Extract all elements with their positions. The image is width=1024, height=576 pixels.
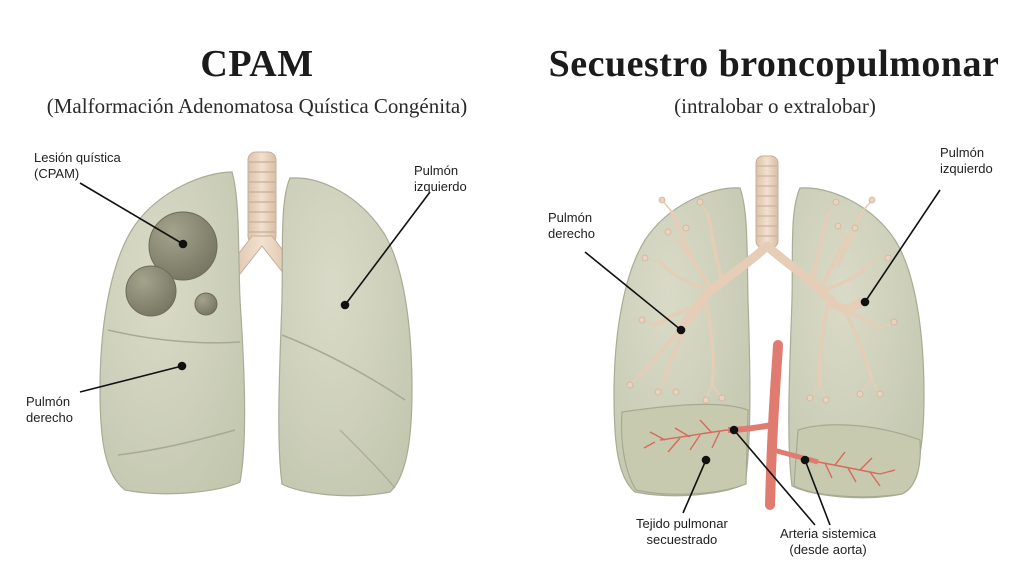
sequestration-leaders (584, 189, 941, 526)
cpam-left-lung (278, 177, 413, 497)
label-cpam-right-lung: Pulmón derecho (26, 394, 73, 425)
alveoli (626, 196, 898, 404)
label-cyst-lesion: Lesión quística (CPAM) (34, 150, 121, 181)
label-seq-left-lung: Pulmón izquierdo (940, 145, 993, 176)
sequestration-subtitle: (intralobar o extralobar) (674, 94, 876, 118)
bronchial-tree (629, 199, 895, 401)
cpam-lungs (99, 151, 413, 497)
label-cpam-left-lung: Pulmón izquierdo (414, 163, 467, 194)
label-seq-right-lung: Pulmón derecho (548, 210, 595, 241)
seq-trachea (755, 155, 779, 249)
cpam-title: CPAM (200, 43, 314, 85)
label-systemic-artery: Arteria sistemica (desde aorta) (780, 526, 877, 557)
sequestration-title: Secuestro broncopulmonar (548, 43, 1000, 85)
cpam-leaders (79, 182, 431, 393)
label-sequestered-tissue: Tejido pulmonar secuestrado (636, 516, 728, 547)
cpam-subtitle: (Malformación Adenomatosa Quística Congé… (46, 94, 468, 118)
sequestration-lungs (613, 155, 925, 510)
